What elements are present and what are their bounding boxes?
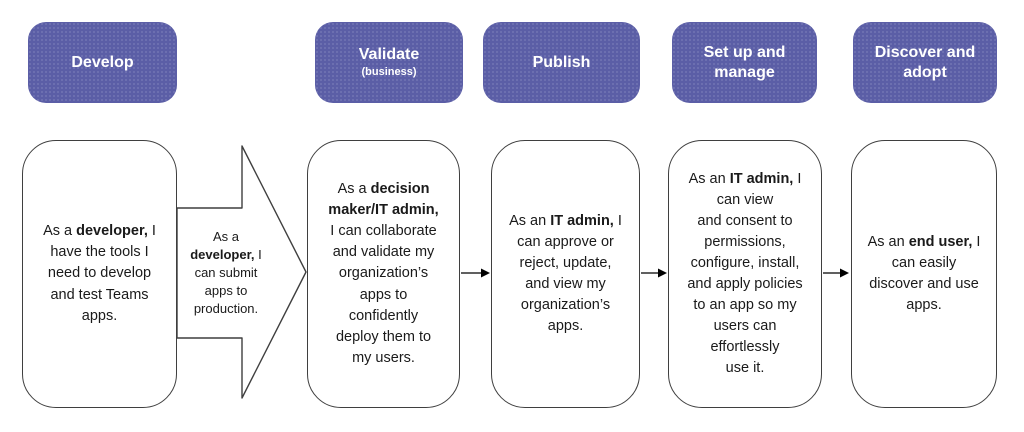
card-develop: As a developer, I have the tools I need … (22, 140, 177, 408)
card-publish-text: As an IT admin, I can approve or reject,… (509, 212, 622, 335)
arrow-setup-to-discover (823, 268, 849, 278)
stage-publish-label: Publish (532, 53, 591, 71)
stage-discover-and-adopt-label: Discover and adopt (874, 43, 976, 81)
card-validate: As a decision maker/IT admin, I can coll… (307, 140, 460, 408)
stage-discover-and-adopt: Discover and adopt (853, 22, 997, 103)
stage-validate-sublabel: (business) (361, 66, 417, 79)
stage-publish: Publish (483, 22, 640, 103)
arrow-validate-to-publish (461, 268, 490, 278)
stage-validate-label: Validate (358, 46, 420, 64)
card-discover-and-adopt: As an end user, I can easily discover an… (851, 140, 997, 408)
stage-develop: Develop (28, 22, 177, 103)
card-validate-text: As a decision maker/IT admin, I can coll… (328, 181, 439, 366)
stage-set-up-and-manage-label: Set up and manage (703, 43, 786, 81)
card-set-up-and-manage: As an IT admin, I can view and consent t… (668, 140, 822, 408)
card-set-up-and-manage-text: As an IT admin, I can view and consent t… (687, 170, 803, 377)
arrow-publish-to-setup (641, 268, 667, 278)
stage-set-up-and-manage: Set up and manage (672, 22, 817, 103)
card-publish: As an IT admin, I can approve or reject,… (491, 140, 640, 408)
flow-arrow-text: As a developer, I can submit apps to pro… (190, 229, 262, 316)
stage-validate: Validate (business) (315, 22, 463, 103)
stage-develop-label: Develop (71, 53, 134, 71)
card-discover-and-adopt-text: As an end user, I can easily discover an… (867, 233, 981, 314)
card-develop-text: As a developer, I have the tools I need … (43, 223, 156, 324)
